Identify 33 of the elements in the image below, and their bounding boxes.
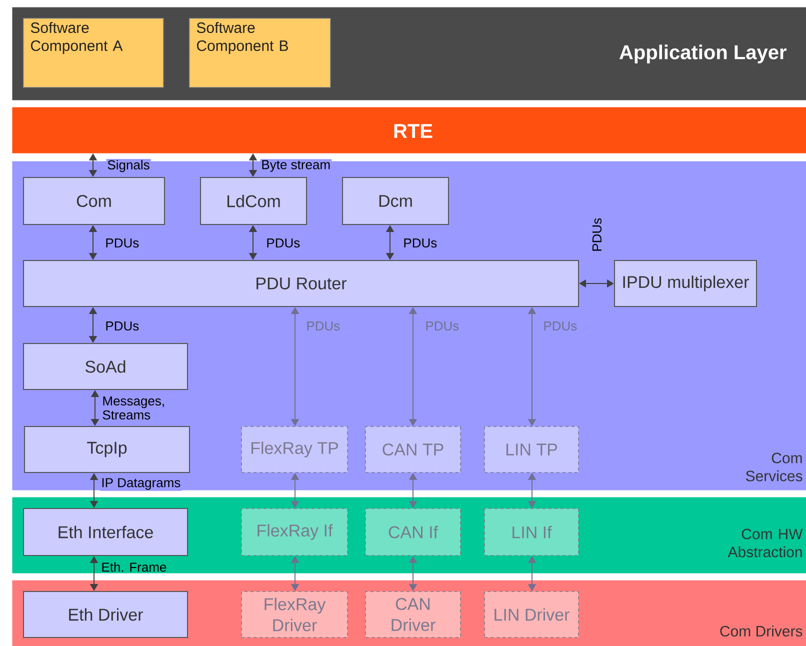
module-box: IPDU multiplexer — [614, 260, 757, 307]
module-box: CAN Driver — [365, 591, 461, 638]
edge-label: Byte stream — [260, 159, 332, 173]
edge-label: PDUs — [265, 237, 302, 249]
edge-label: PDUs — [305, 320, 342, 332]
module-box: CAN TP — [365, 426, 461, 473]
module-box: Eth Driver — [23, 591, 188, 638]
module-box: FlexRay Driver — [241, 591, 348, 638]
module-box: LIN TP — [484, 426, 579, 473]
edge-label: Eth. Frame — [100, 561, 168, 573]
edge-label: PDUs — [104, 320, 140, 332]
edge-label: PDUs — [104, 237, 140, 249]
module-box: PDU Router — [23, 260, 579, 307]
edge-label: IP Datagrams — [100, 477, 182, 491]
module-box: FlexRay TP — [241, 426, 348, 473]
layer-band: RTE — [12, 107, 806, 154]
component-box: Software Component B — [189, 18, 331, 88]
module-box: TcpIp — [24, 426, 190, 473]
module-box: FlexRay If — [241, 508, 348, 556]
module-box: LIN Driver — [484, 591, 579, 638]
module-box: Dcm — [342, 177, 449, 225]
edge-label: Messages, Streams — [101, 395, 168, 421]
module-box: SoAd — [23, 343, 188, 390]
edge-label: PDUs — [424, 320, 460, 332]
edge-label: Signals — [106, 158, 151, 174]
module-box: Eth Interface — [23, 508, 188, 556]
module-box: LdCom — [200, 177, 307, 225]
component-box: Software Component A — [23, 18, 164, 88]
module-box: CAN If — [365, 508, 461, 556]
edge-label: PDUs — [402, 237, 438, 249]
edge-label: PDUs — [542, 320, 578, 332]
module-box: LIN If — [484, 508, 579, 556]
module-box: Com — [23, 177, 165, 225]
